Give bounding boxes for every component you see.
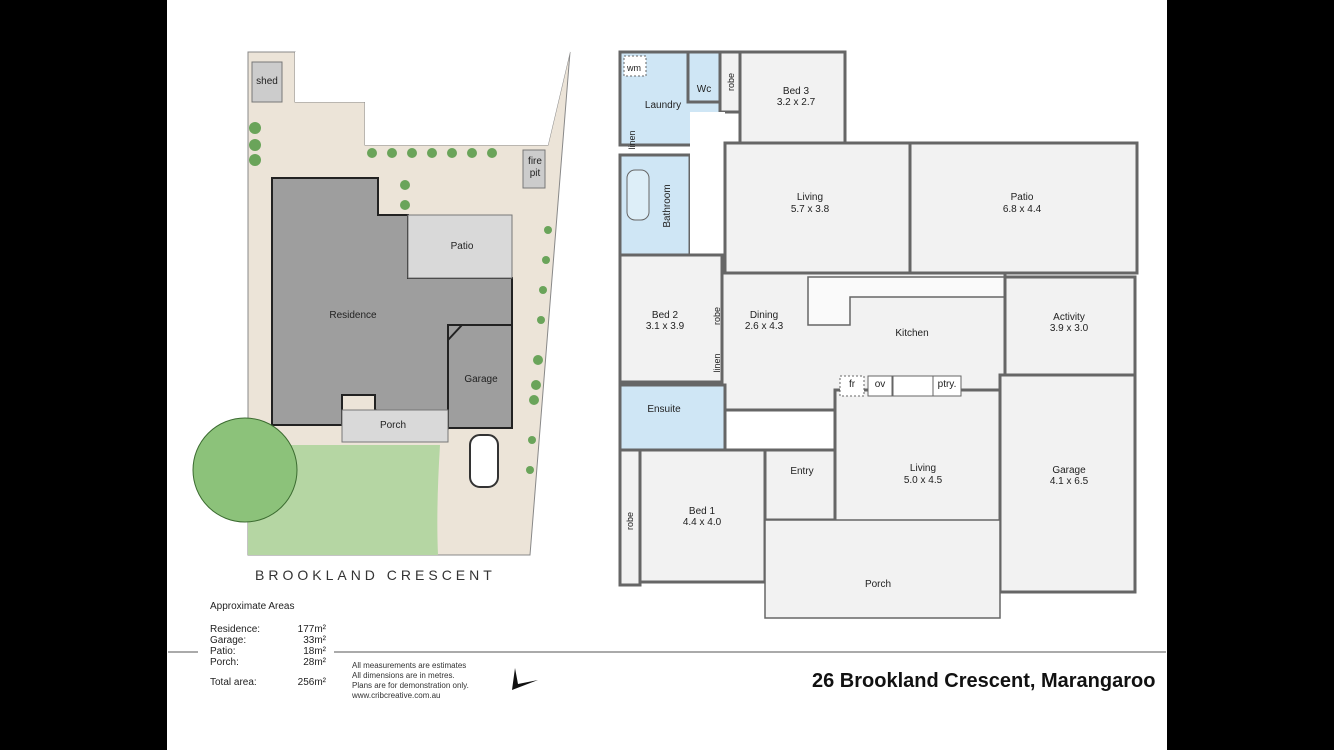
fire-pit-label-1: fire (528, 156, 542, 167)
area-row: Porch: 28m² (210, 657, 326, 668)
tree-icon (192, 417, 298, 523)
garage-room (998, 373, 1137, 594)
wc-area (686, 50, 722, 104)
total-label: Total area: (210, 677, 257, 688)
bed3-room (738, 50, 847, 145)
site-plan (192, 51, 571, 556)
entry-room (763, 448, 837, 522)
approximate-areas: Approximate Areas Residence: 177m² Garage… (210, 601, 326, 688)
living2-dims: 5.0 x 4.5 (903, 475, 943, 486)
bed2-dims: 3.1 x 3.9 (645, 321, 685, 332)
bed2-name: Bed 2 (651, 310, 679, 321)
activity-name: Activity (1053, 312, 1085, 323)
shed-label: shed (256, 76, 278, 87)
car-icon (469, 434, 499, 488)
bench (892, 375, 934, 397)
area-label: Patio: (210, 646, 236, 657)
site-residence-label: Residence (329, 310, 377, 321)
wm-label: wm (627, 63, 641, 73)
wc-label: Wc (696, 84, 712, 95)
bed1-dims: 4.4 x 4.0 (682, 517, 722, 528)
note-line: All dimensions are in metres. (352, 671, 455, 680)
neighbour-area (295, 52, 570, 145)
oven (867, 375, 893, 397)
fridge (839, 375, 865, 397)
note-line: All measurements are estimates (352, 661, 467, 670)
robe-bed2-label: robe (712, 306, 722, 326)
total-value: 256m² (297, 677, 326, 688)
entry-label: Entry (790, 466, 814, 477)
porch-label: Porch (864, 579, 892, 590)
area-row: Patio: 18m² (210, 646, 326, 657)
fire-pit-label-2: pit (529, 168, 541, 179)
porch-room (764, 519, 1001, 619)
fire-pit (522, 149, 546, 189)
dining-dims: 2.6 x 4.3 (744, 321, 784, 332)
oven-label: ov (874, 379, 886, 390)
garage-name: Garage (1052, 465, 1086, 476)
bed1-name: Bed 1 (688, 506, 716, 517)
bath-tub (626, 169, 650, 221)
hall (690, 112, 725, 255)
website: www.cribcreative.com.au (352, 691, 441, 700)
bed3-name: Bed 3 (782, 86, 810, 97)
living1-room (723, 141, 912, 275)
robe-bed1-label: robe (625, 511, 635, 531)
area-label: Porch: (210, 657, 239, 668)
patio-name: Patio (1010, 192, 1034, 203)
area-label: Garage: (210, 635, 247, 646)
site-garage-label: Garage (464, 374, 498, 385)
living1-name: Living (796, 192, 824, 203)
site-patio-label: Patio (450, 241, 474, 252)
area-value: 33m² (303, 635, 326, 646)
activity-room (1003, 275, 1137, 377)
bathroom-label: Bathroom (662, 184, 673, 228)
hedge (249, 122, 552, 474)
total-area-row: Total area: 256m² (210, 677, 326, 688)
bed2-room (618, 253, 724, 384)
disclaimer: All measurements are estimates All dimen… (352, 661, 469, 701)
dining-name: Dining (749, 310, 779, 321)
property-title: 26 Brookland Crescent, Marangaroo (812, 670, 1156, 692)
porch (341, 409, 449, 443)
ensuite-label: Ensuite (647, 404, 681, 415)
area-row: Residence: 177m² (210, 624, 326, 635)
shed (251, 61, 283, 103)
linen-label: linen (627, 130, 637, 150)
activity-dims: 3.9 x 3.0 (1049, 323, 1089, 334)
patio (407, 214, 513, 279)
ensuite-area (618, 383, 727, 452)
note-line: Plans are for demonstration only. (352, 681, 469, 690)
patio-dims: 6.8 x 4.4 (1002, 204, 1042, 215)
pantry-label: ptry. (937, 379, 957, 390)
floor-plan (618, 50, 1139, 619)
area-value: 18m² (303, 646, 326, 657)
robe-label: robe (726, 72, 736, 92)
laundry-label: Laundry (644, 100, 682, 111)
linen-bed2-label: linen (712, 353, 722, 373)
patio-room (908, 141, 1139, 275)
area-value: 177m² (297, 624, 326, 635)
fridge-label: fr (848, 379, 856, 390)
washing-machine (623, 55, 647, 77)
living1-dims: 5.7 x 3.8 (790, 204, 830, 215)
north-arrow-icon (512, 668, 538, 690)
kitchen-label: Kitchen (895, 328, 929, 339)
area-row: Garage: 33m² (210, 635, 326, 646)
areas-heading: Approximate Areas (210, 601, 295, 612)
street-name: BROOKLAND CRESCENT (255, 567, 496, 583)
living2-name: Living (909, 463, 937, 474)
pantry (932, 375, 962, 397)
area-label: Residence: (210, 624, 261, 635)
site-porch-label: Porch (379, 420, 407, 431)
area-value: 28m² (303, 657, 326, 668)
bed3-dims: 3.2 x 2.7 (776, 97, 816, 108)
garage-dims: 4.1 x 6.5 (1049, 476, 1089, 487)
